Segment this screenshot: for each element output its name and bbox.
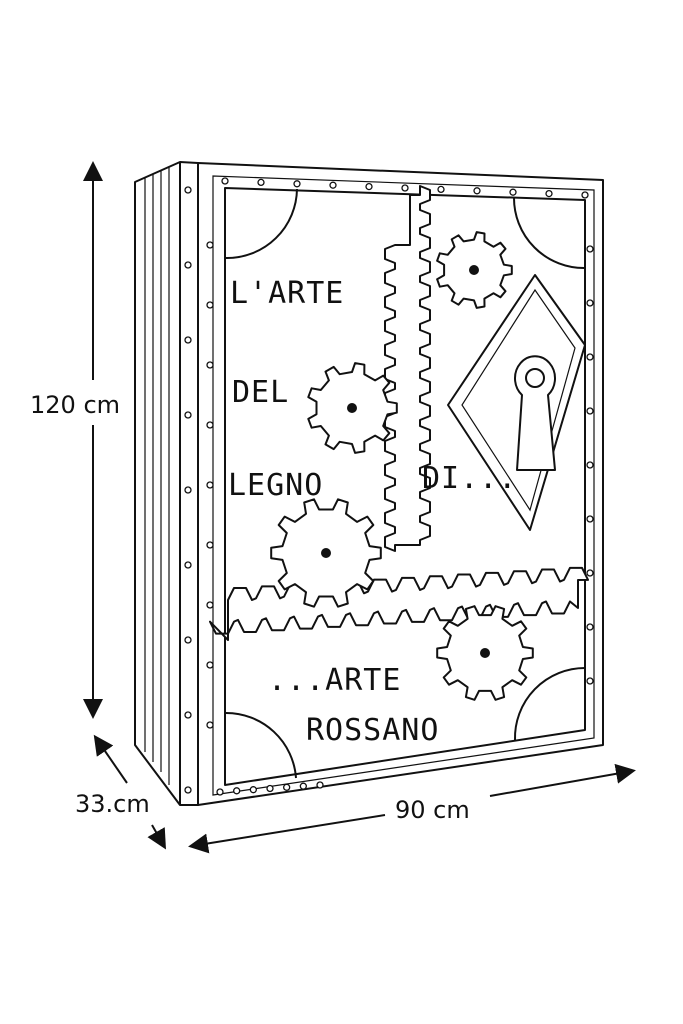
rivet-icon [206,361,214,369]
rivet-icon [509,188,517,196]
gears [270,231,534,701]
rivets [184,177,594,796]
rivet-icon [184,786,192,794]
rivet-icon [586,407,594,415]
rivet-icon [184,336,192,344]
rivet-icon [206,421,214,429]
rivet-icon [283,783,291,791]
rivet-icon [586,299,594,307]
rivet-icon [586,245,594,253]
rivet-icon [266,784,274,793]
rivet-icon [586,353,594,361]
rivet-icon [586,677,594,685]
rivet-icon [329,181,337,189]
keyhole-diamond-plate [447,274,586,531]
rivet-icon [233,787,241,795]
rivet-icon [581,191,589,199]
door-text-del: DEL [232,375,289,410]
rivet-icon [316,781,324,789]
rivet-icon [184,261,192,269]
rivet-icon [184,636,192,644]
depth-dimension: 33.cm [75,734,166,850]
rivet-icon [206,481,214,489]
rivet-icon [249,786,257,794]
door-text-arte: ...ARTE [268,663,401,698]
door-text-legno: LEGNO [228,468,323,503]
rivet-icon [586,569,594,577]
depth-label: 33.cm [75,790,150,818]
door-text-larte: L'ARTE [230,276,344,311]
gear-icon [307,362,398,454]
rivet-icon [365,182,373,191]
rivet-icon [293,180,301,188]
rack-shape [384,185,431,552]
gear-icon [436,605,534,701]
rivet-icon [206,241,214,249]
width-label: 90 cm [395,796,470,824]
rivet-icon [437,185,445,194]
door-text-di: DI... [422,461,517,496]
rivet-icon [401,184,409,192]
cabinet-side-panel [134,161,199,806]
rivet-icon [206,661,214,669]
vertical-gear-rack [384,185,431,552]
rivet-icon [184,411,192,419]
keyhole-icon [514,355,556,471]
rivet-icon [184,711,192,719]
rivet-icon [473,187,481,195]
rivet-icon [216,788,224,796]
rivet-icon [206,721,214,729]
width-dimension: 90 cm [188,763,636,854]
rivet-icon [586,515,594,523]
corner-decorations [225,188,586,779]
rivet-icon [184,561,192,569]
rivet-icon [257,178,265,187]
height-label: 120 cm [30,391,120,419]
door-text-rossano: ROSSANO [306,713,439,748]
rivet-icon [206,541,214,549]
rivet-icon [221,177,229,185]
gear-icon [270,498,382,608]
rivet-icon [184,486,192,494]
rivet-icon [184,186,192,194]
rivet-icon [586,461,594,469]
rivet-icon [299,782,307,790]
rivet-icon [545,189,553,198]
height-dimension: 120 cm [30,161,120,719]
rivet-icon [586,623,594,631]
rivet-icon [206,301,214,309]
rivet-icon [206,601,214,609]
gear-icon [436,231,513,309]
